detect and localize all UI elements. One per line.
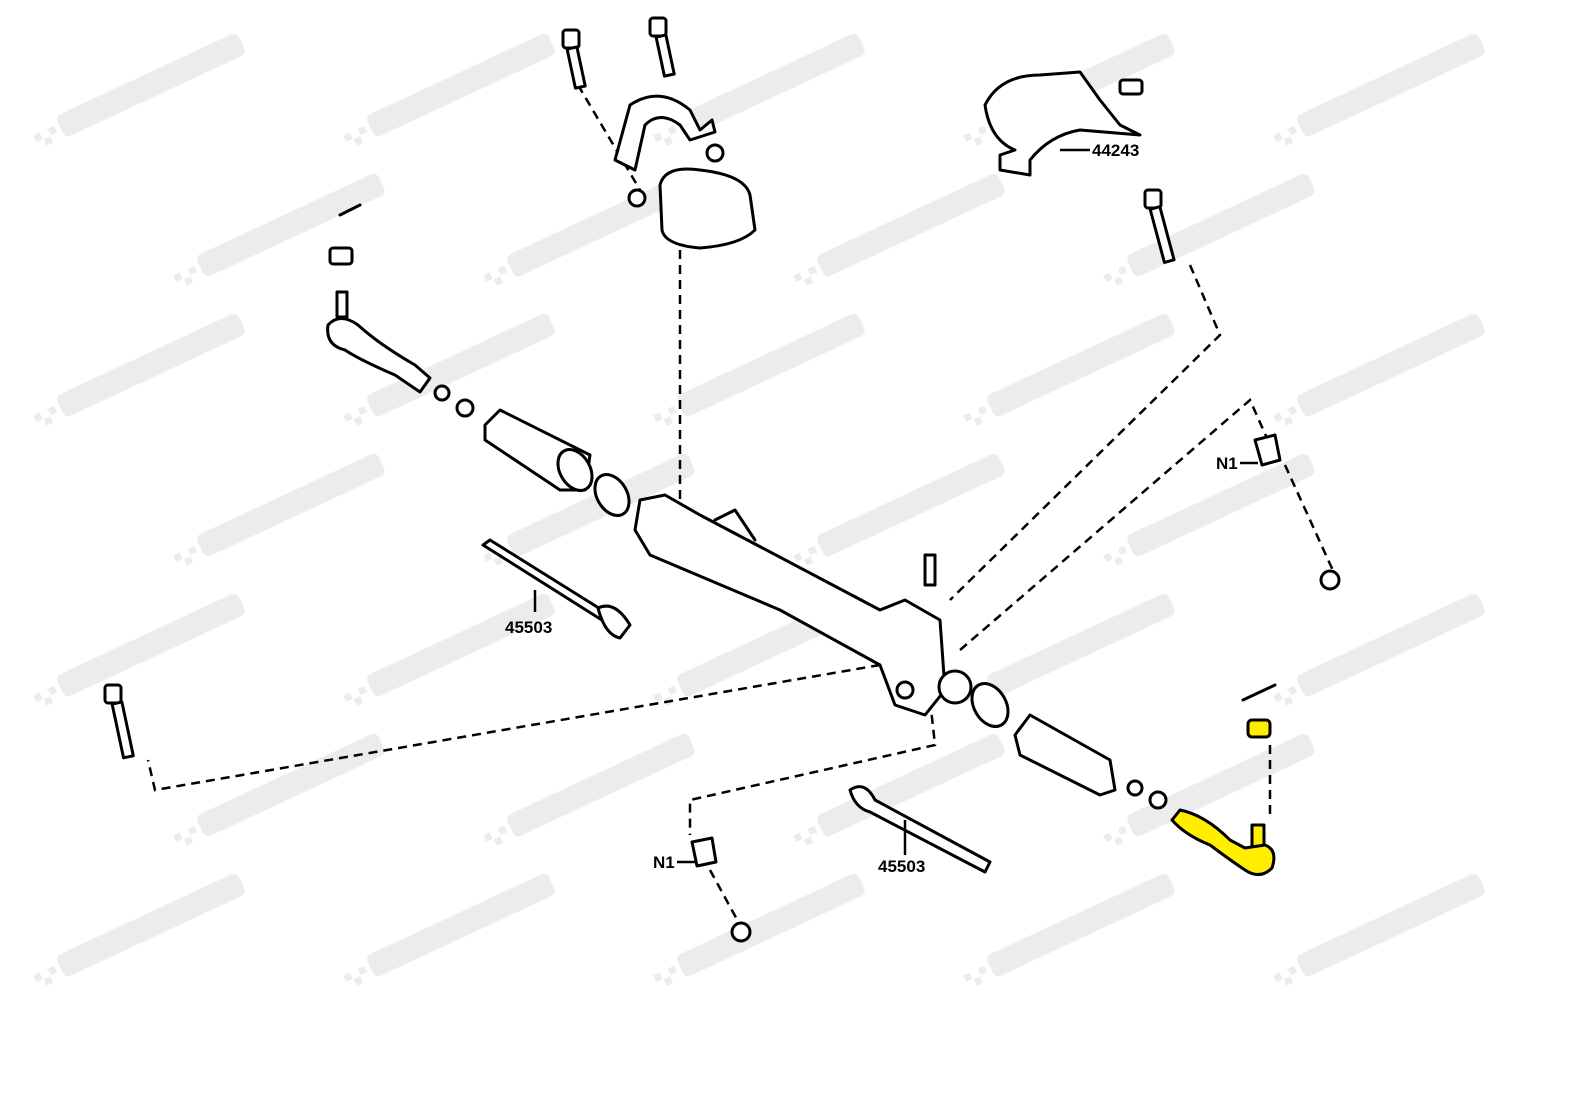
watermark-mark <box>173 173 385 286</box>
part-number-45503-right: 45503 <box>878 857 925 876</box>
watermark-mark <box>343 313 555 426</box>
watermark-mark <box>33 593 245 706</box>
watermark-mark <box>33 873 245 986</box>
watermark-mark <box>1273 873 1485 986</box>
watermark-mark <box>963 873 1175 986</box>
watermark-mark <box>1273 33 1485 146</box>
watermark-mark <box>173 733 385 846</box>
label-n1-left: N1 <box>653 853 675 872</box>
tie-rod-end-left <box>326 203 475 418</box>
watermark-mark <box>1103 453 1315 566</box>
boot-right <box>970 682 1168 810</box>
bolt-right <box>1143 188 1176 264</box>
bracket-cover-44243: 44243 <box>983 70 1144 177</box>
rack-bushing <box>658 167 757 250</box>
watermark-mark <box>653 313 865 426</box>
watermark-mark <box>1103 733 1315 846</box>
bushing-n1-left: N1 <box>653 836 752 943</box>
watermark-mark <box>343 873 555 986</box>
bolt-top-middle <box>648 16 676 78</box>
watermark-mark <box>1273 593 1485 706</box>
watermark-mark <box>653 873 865 986</box>
bolt-left <box>103 683 135 760</box>
tie-rod-end-right-highlighted <box>1170 683 1277 876</box>
watermark-mark <box>1103 173 1315 286</box>
label-n1-right: N1 <box>1216 454 1238 473</box>
watermark-mark <box>33 33 245 146</box>
watermark-mark <box>483 733 695 846</box>
watermark-mark <box>793 453 1005 566</box>
inner-tie-rod-left: 45503 <box>481 538 632 640</box>
watermark-mark <box>653 33 865 146</box>
rack-housing <box>633 493 973 717</box>
part-number-45503-left: 45503 <box>505 618 552 637</box>
watermark-mark <box>33 313 245 426</box>
watermark-mark <box>793 733 1005 846</box>
watermark-mark <box>343 593 555 706</box>
boot-left <box>483 408 631 517</box>
watermark-mark <box>343 33 555 146</box>
inner-tie-rod-right: 45503 <box>848 785 992 876</box>
watermark-mark <box>793 173 1005 286</box>
bolt-top-left <box>561 28 587 90</box>
watermark-mark <box>173 453 385 566</box>
bushing-n1-right: N1 <box>1216 433 1341 591</box>
rack-mount-bracket <box>613 94 725 208</box>
watermark-layer <box>33 33 1485 986</box>
watermark-mark <box>483 173 695 286</box>
assembly-dashed-lines <box>146 84 1337 926</box>
part-number-44243: 44243 <box>1092 141 1139 160</box>
watermark-mark <box>1273 313 1485 426</box>
watermark-mark <box>963 313 1175 426</box>
